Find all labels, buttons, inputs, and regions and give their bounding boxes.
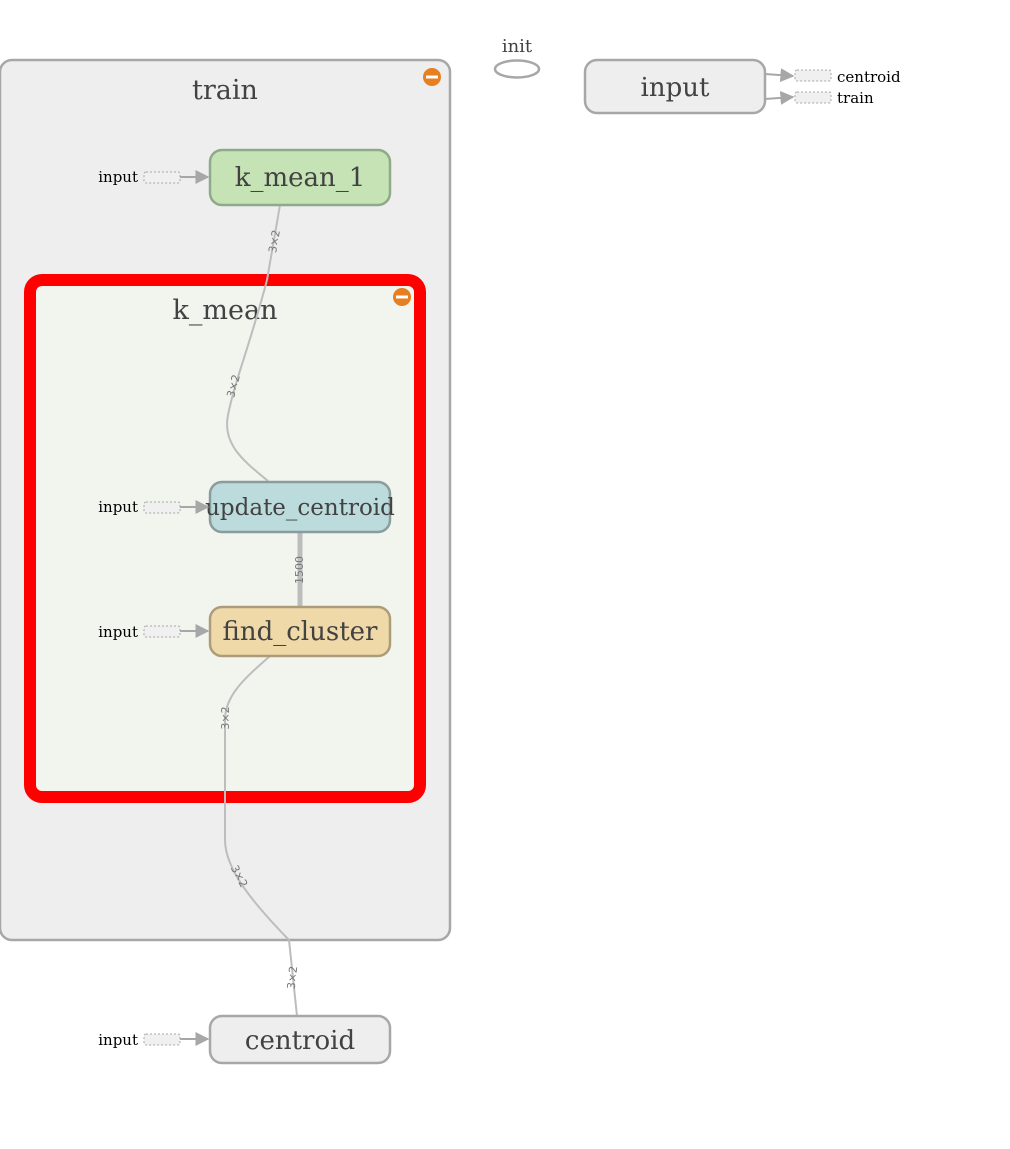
input-port-update-centroid[interactable]: input <box>98 498 210 516</box>
k-mean-group-title: k_mean <box>173 295 278 326</box>
output-port-train[interactable]: train <box>764 89 874 107</box>
port-label-input: input <box>98 623 138 641</box>
node-centroid[interactable]: centroid <box>208 1014 392 1065</box>
node-k-mean-1[interactable]: k_mean_1 <box>208 148 392 207</box>
edge-label-1500: 1500 <box>293 556 306 584</box>
node-input[interactable]: input <box>583 58 767 115</box>
edge-train-to-centroid <box>288 939 298 1017</box>
node-update-centroid-title: update_centroid <box>205 495 395 521</box>
node-centroid-title: centroid <box>245 1026 355 1056</box>
train-collapse-icon[interactable] <box>423 68 441 86</box>
node-find-cluster-title: find_cluster <box>223 617 379 647</box>
node-init[interactable]: init <box>493 36 541 79</box>
output-port-centroid[interactable]: centroid <box>764 68 901 86</box>
port-label-input: input <box>98 498 138 516</box>
edge-kmean-to-train-boundary <box>224 797 290 941</box>
node-k-mean-1-title: k_mean_1 <box>235 163 366 193</box>
node-init-title: init <box>502 36 533 57</box>
input-port-centroid[interactable]: input <box>98 1031 210 1049</box>
edge-label-3x2: 3×2 <box>285 965 300 989</box>
train-group-title: train <box>192 75 258 106</box>
port-label-input: input <box>98 168 138 186</box>
node-find-cluster[interactable]: find_cluster <box>208 605 392 658</box>
node-input-title: input <box>641 73 710 103</box>
k-mean-group[interactable]: k_mean <box>24 274 426 803</box>
port-label-input: input <box>98 1031 138 1049</box>
node-update-centroid[interactable]: update_centroid <box>205 480 395 534</box>
edge-find-cluster-out <box>224 655 271 797</box>
edge-kmean1-to-kmean <box>266 204 281 281</box>
k-mean-collapse-icon[interactable] <box>393 288 411 306</box>
output-port-centroid-label: centroid <box>837 68 901 86</box>
edge-label-3x2: 3×2 <box>266 229 283 254</box>
output-port-train-label: train <box>837 89 874 107</box>
edge-kmean-to-update-centroid <box>226 279 269 482</box>
input-port-k-mean-1[interactable]: input <box>98 168 210 186</box>
input-port-find-cluster[interactable]: input <box>98 623 210 641</box>
edges: 3×2 3×2 1500 3×2 3×2 3×2 <box>219 204 306 1017</box>
edge-label-3x2: 3×2 <box>219 706 232 729</box>
edge-label-3x2: 3×2 <box>224 373 243 399</box>
